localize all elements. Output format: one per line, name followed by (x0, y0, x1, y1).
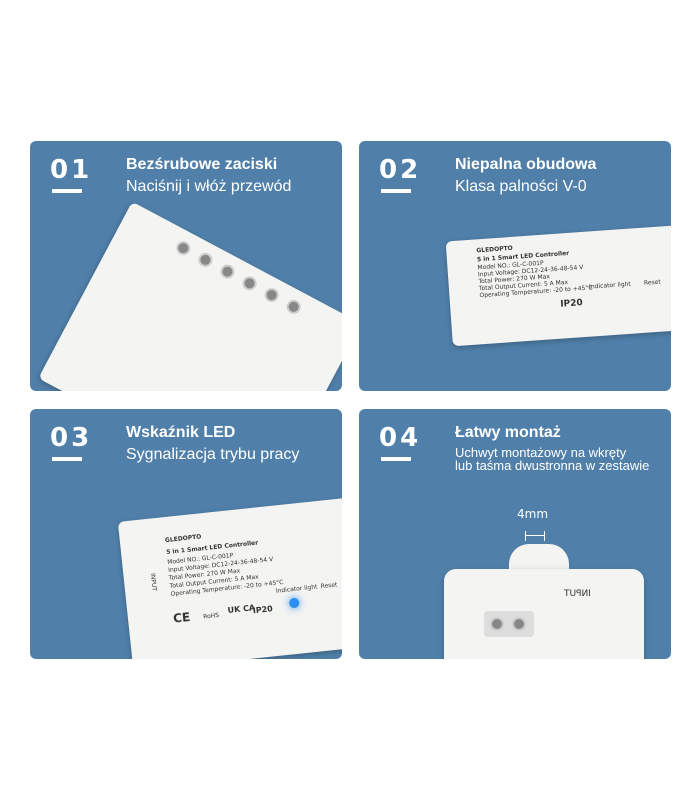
controller-terminals-image (38, 201, 342, 391)
number-underline (381, 457, 411, 461)
panel-subtitle: Naciśnij i włóż przewód (126, 178, 292, 195)
controller-indicator-image: GLEDOPTO 5 in 1 Smart LED Controller Mod… (117, 496, 342, 659)
controller-housing-image: GLEDOPTO 5 in 1 Smart LED Controller Mod… (445, 224, 671, 347)
panel-title: Bezśrubowe zaciski (126, 156, 278, 173)
panel-subtitle: Sygnalizacja trybu pracy (126, 446, 300, 463)
brand-label: GLEDOPTO (164, 533, 202, 545)
panel-number: 04 (379, 423, 422, 453)
panel-subtitle-line2: lub taśma dwustronna w zestawie (455, 458, 650, 473)
input-label: INPUT (148, 572, 158, 592)
feature-panel-1: 01 Bezśrubowe zaciski Naciśnij i włóż pr… (30, 141, 342, 391)
reset-label: Reset (643, 278, 661, 287)
panel-number: 03 (50, 423, 93, 453)
dimension-label: 4mm (517, 507, 549, 521)
ukca-mark: UK CA (227, 603, 256, 615)
number-underline (52, 189, 82, 193)
input-label: INPUT (564, 589, 591, 599)
number-underline (381, 189, 411, 193)
ip-rating: IP20 (252, 604, 274, 616)
brand-label: GLEDOPTO (476, 244, 514, 255)
feature-panel-2: 02 Niepalna obudowa Klasa palności V-0 G… (359, 141, 671, 391)
controller-mount-image: INPUT (444, 569, 644, 659)
indicator-led (288, 597, 300, 609)
panel-title: Łatwy montaż (455, 424, 561, 441)
panel-title: Wskaźnik LED (126, 424, 236, 441)
number-underline (52, 457, 82, 461)
panel-subtitle: Klasa palności V-0 (455, 178, 587, 195)
indicator-label: Indicator light (588, 280, 632, 291)
ce-mark: CE (172, 609, 191, 626)
rohs-mark: RoHS (202, 611, 220, 621)
reset-label: Reset (320, 581, 338, 591)
panel-subtitle-line1: Uchwyt montażowy na wkręty (455, 445, 627, 460)
dimension-marker (525, 531, 545, 541)
panel-number: 02 (379, 155, 422, 185)
ip-rating: IP20 (559, 298, 584, 310)
feature-panel-4: 04 Łatwy montaż Uchwyt montażowy na wkrę… (359, 409, 671, 659)
panel-title: Niepalna obudowa (455, 156, 597, 173)
feature-panel-3: 03 Wskaźnik LED Sygnalizacja trybu pracy… (30, 409, 342, 659)
panel-number: 01 (50, 155, 93, 185)
